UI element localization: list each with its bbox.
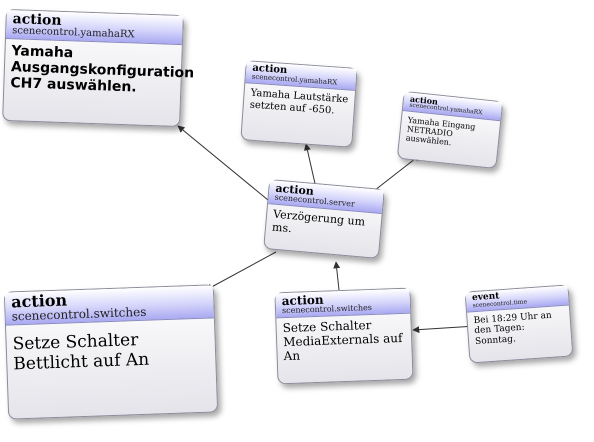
edge-server-to-bettlicht	[205, 251, 277, 291]
node-yamaha-ausgangskonfiguration[interactable]: action scenecontrol.yamahaRX Yamaha Ausg…	[2, 8, 195, 128]
edge-server-to-laut	[303, 143, 317, 189]
node-text: Yamaha Lautstärke setzten auf -650.	[249, 87, 349, 116]
node-namespace: scenecontrol.switches	[281, 303, 372, 316]
node-switch-mediaexternals[interactable]: action scenecontrol.switches Setze Schal…	[274, 287, 414, 385]
node-text: Bei 18:29 Uhr an den Tagen: Sonntag.	[473, 310, 553, 347]
node-event-time[interactable]: event scenecontrol.time Bei 18:29 Uhr an…	[464, 284, 574, 364]
node-yamaha-lautstaerke[interactable]: action scenecontrol.yamahaRX Yamaha Laut…	[240, 60, 358, 148]
node-server-verzoegerung[interactable]: action scenecontrol.server Verzögerung u…	[263, 179, 385, 259]
node-text: Setze Schalter MediaExternals auf An	[282, 318, 403, 363]
edge-media-to-server	[333, 261, 341, 291]
node-text: Setze Schalter Bettlicht auf An	[12, 330, 150, 374]
node-switch-bettlicht[interactable]: action scenecontrol.switches Setze Schal…	[3, 284, 219, 420]
node-yamaha-eingang-netradio[interactable]: action scenecontrol.yamahaRX Yamaha Eing…	[396, 90, 504, 170]
node-text: Yamaha Ausgangskonfiguration CH7 auswähl…	[10, 43, 195, 96]
